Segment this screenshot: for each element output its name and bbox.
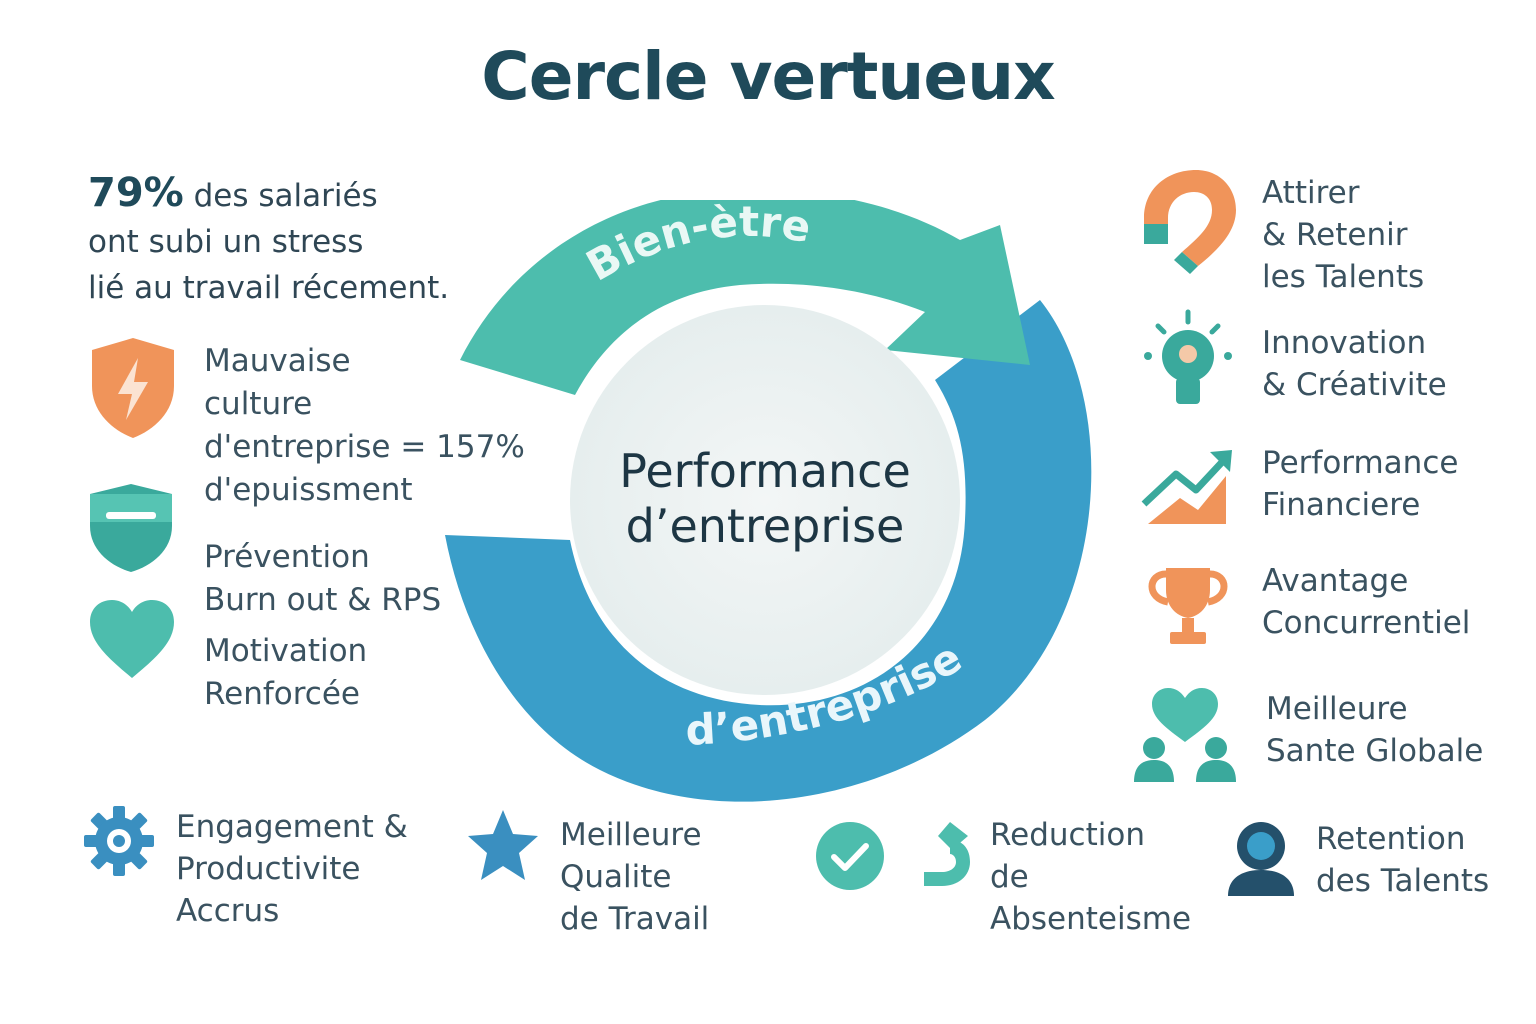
people-heart-icon xyxy=(1130,684,1240,784)
cycle-arc-blue xyxy=(445,300,1092,802)
stress-statistic: 79% des salariés ont subi un stress lié … xyxy=(88,170,508,311)
center-line-2: d’entreprise xyxy=(626,499,905,553)
trophy-icon xyxy=(1140,564,1236,650)
bottom-item-engagement: Engagement & Productivite Accrus xyxy=(176,809,408,929)
page-title: Cercle vertueux xyxy=(481,38,1055,115)
virtuous-cycle-diagram: Bien-ètre d’entreprise Performance d’ent… xyxy=(445,200,1092,802)
stat-line-2: ont subi un stress xyxy=(88,224,364,260)
stat-percent: 79% xyxy=(88,170,184,216)
left-item-culture: Mauvaise culture d'entreprise = 157% d'e… xyxy=(204,343,525,508)
cycle-center xyxy=(570,305,960,695)
right-item-talents: Attirer & Retenir les Talents xyxy=(1262,175,1425,295)
check-circle-icon xyxy=(814,820,886,892)
star-icon xyxy=(466,808,540,884)
right-item-performance: Performance Financiere xyxy=(1262,445,1459,523)
lightbulb-icon xyxy=(1140,306,1236,414)
bottom-item-retention: Retention des Talents xyxy=(1316,821,1490,899)
bottom-item-absenteisme: Reduction de Absenteisme xyxy=(990,817,1192,937)
shield-lightning-icon xyxy=(88,336,178,440)
stat-line-3: lié au travail récement. xyxy=(88,270,450,306)
user-icon xyxy=(1226,820,1296,896)
return-arrow-icon xyxy=(920,818,978,890)
center-line-1: Performance xyxy=(619,444,911,498)
gear-icon xyxy=(82,804,156,878)
cycle-arc-teal xyxy=(460,200,1030,395)
shield-minus-icon xyxy=(88,482,174,574)
left-item-prevention: Prévention Burn out & RPS xyxy=(204,539,442,618)
right-item-innovation: Innovation & Créativite xyxy=(1262,325,1447,403)
right-item-avantage: Avantage Concurrentiel xyxy=(1262,563,1471,641)
stat-line-1: des salariés xyxy=(193,178,378,214)
bottom-item-qualite: Meilleure Qualite de Travail xyxy=(560,817,710,937)
chart-growth-icon xyxy=(1140,446,1236,528)
left-item-motivation: Motivation Renforcée xyxy=(204,633,368,712)
right-item-sante: Meilleure Sante Globale xyxy=(1266,691,1484,769)
magnet-icon xyxy=(1136,166,1242,276)
heart-icon xyxy=(88,598,176,680)
